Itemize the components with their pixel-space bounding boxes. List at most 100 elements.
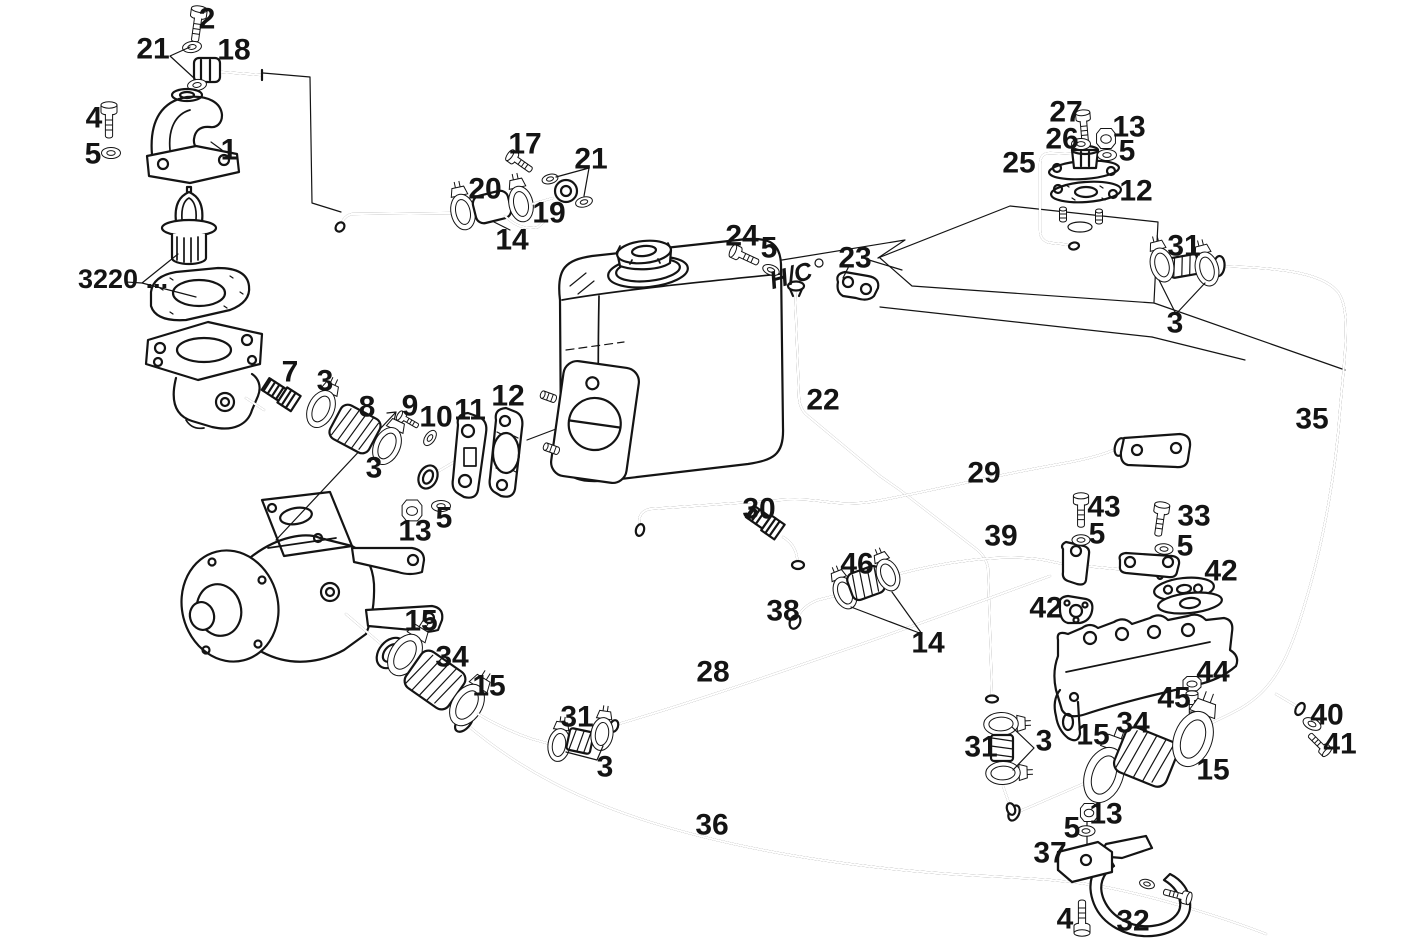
callout-5: 5 [436, 502, 453, 535]
pipe-29 [634, 432, 1192, 537]
bracket-37 [1056, 805, 1114, 884]
gasket-42-left [1058, 594, 1094, 625]
thermostat-housing-lower [144, 320, 266, 430]
callout-5: 5 [1119, 135, 1136, 168]
bracket-33 [1118, 551, 1181, 579]
callout-13: 13 [1089, 798, 1122, 831]
callout-29: 29 [967, 457, 1000, 490]
vent-fitting-18 [192, 56, 264, 84]
callout-15: 15 [1196, 754, 1229, 787]
leader-line-18 [262, 72, 342, 213]
callout-28: 28 [696, 656, 729, 689]
washer-5-33 [1154, 542, 1174, 556]
connector-31-top [1143, 232, 1223, 290]
callout-14: 14 [911, 627, 945, 660]
callout-45: 45 [1157, 682, 1190, 715]
callout-33: 33 [1177, 500, 1210, 533]
callout-5: 5 [85, 138, 102, 171]
gasket-12-top [1049, 180, 1123, 204]
callout-2: 2 [199, 3, 216, 36]
callout-37: 37 [1033, 837, 1066, 870]
tank-filler-cap [607, 239, 689, 289]
elbow-11 [417, 411, 488, 499]
callout-24: 24 [725, 220, 759, 253]
callout-9: 9 [402, 390, 419, 423]
callout-19: 19 [532, 197, 565, 230]
washer-5-top [1097, 149, 1117, 161]
callout-leader-lines [125, 46, 1206, 771]
callout-10: 10 [419, 401, 452, 434]
connector-31-a [545, 703, 618, 764]
bolt-4 [100, 101, 118, 139]
callout-26: 26 [1045, 123, 1078, 156]
callout-43: 43 [1087, 491, 1120, 524]
bolt-4-bottom [1073, 899, 1091, 937]
callout-17: 17 [508, 128, 541, 161]
callout-5: 5 [1064, 812, 1081, 845]
callout-15: 15 [1076, 719, 1109, 752]
flange-bracket-43 [1060, 540, 1091, 586]
gasket-42-right [1153, 576, 1223, 615]
callout-13: 13 [1112, 111, 1145, 144]
connector-31-bottom [982, 710, 1034, 816]
bolt-33 [1149, 500, 1171, 538]
callout-31: 31 [1167, 230, 1200, 263]
callout-34: 34 [435, 641, 469, 674]
callout-12: 12 [491, 380, 524, 413]
washer-5-43 [1071, 534, 1091, 546]
callout-5: 5 [761, 232, 778, 265]
callout-13: 13 [398, 515, 431, 548]
callout-14: 14 [495, 224, 529, 257]
callout-31: 31 [560, 701, 593, 734]
water-pump [180, 411, 444, 670]
callout-18: 18 [217, 34, 250, 67]
callout-32: 32 [1116, 905, 1149, 938]
callout-44: 44 [1196, 656, 1230, 689]
pipe-22 [786, 280, 1000, 704]
hose-20 [471, 189, 548, 229]
callout-38: 38 [766, 595, 799, 628]
bracket-23 [836, 270, 880, 301]
fitting-30 [744, 504, 806, 571]
callout-42: 42 [1029, 592, 1062, 625]
gasket-3220 [149, 266, 251, 322]
thermostat-cover-1 [145, 87, 241, 185]
callout-12: 12 [1119, 175, 1152, 208]
callout-30: 30 [742, 493, 775, 526]
callout-4: 4 [86, 102, 103, 135]
bleed-fitting-40-41 [1274, 692, 1334, 759]
callout-7: 7 [282, 356, 299, 389]
thermostat [160, 185, 218, 266]
callout-35: 35 [1295, 403, 1328, 436]
union-fitting-top-right [1070, 144, 1100, 170]
pipe-28 [608, 574, 1052, 733]
hose-34-b [1112, 726, 1180, 788]
callout-20: 20 [468, 173, 501, 206]
callout-1: 1 [221, 134, 238, 167]
callout-3: 3 [597, 751, 614, 784]
pump-connector-pipe [476, 712, 552, 746]
callout-25: 25 [1002, 147, 1035, 180]
gasket-12-elbow [488, 406, 524, 498]
fitting-7 [260, 377, 302, 413]
washer-21-upper [181, 39, 203, 55]
tank-outlet-flange [538, 359, 640, 485]
washer-21-banjo-right [574, 194, 594, 210]
callout-21: 21 [136, 33, 169, 66]
callout-46: 46 [840, 548, 873, 581]
callout-3: 3 [317, 365, 334, 398]
callout-39: 39 [984, 520, 1017, 553]
callout-15: 15 [404, 605, 437, 638]
manifold-casting [1053, 613, 1239, 742]
washer-21-banjo-left [540, 172, 560, 186]
bolt-43 [1072, 492, 1090, 528]
callout-4: 4 [1057, 903, 1074, 936]
washer-5-a [101, 147, 121, 159]
pipe-25 [1038, 151, 1081, 251]
callout-23: 23 [838, 242, 871, 275]
bypass-pipe [334, 211, 454, 233]
callout-5: 5 [1089, 518, 1106, 551]
callout-3220-: 3220 ... [78, 264, 168, 294]
